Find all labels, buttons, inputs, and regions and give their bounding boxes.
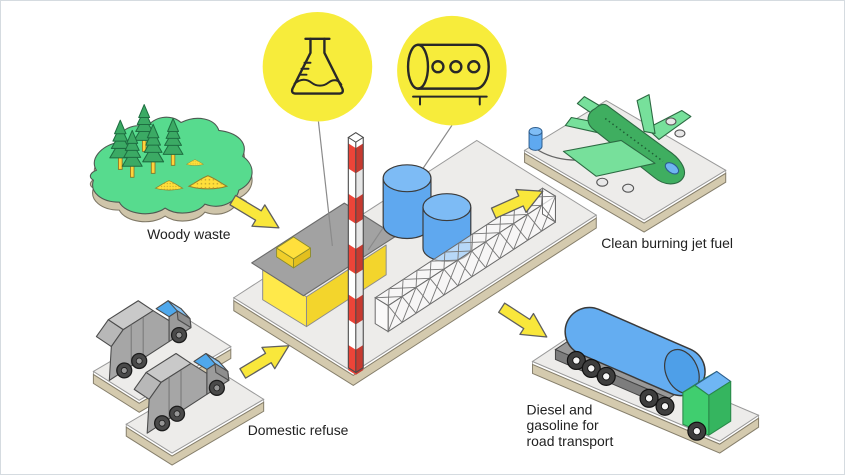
tanker-wheel (687, 421, 707, 441)
tanker-cab (682, 370, 732, 436)
fuel-tank-top (382, 164, 432, 193)
flask-icon (290, 37, 345, 95)
fuel-pump (528, 126, 543, 151)
storage-tank-icon (406, 43, 490, 106)
label-diesel-line1: Diesel and (527, 401, 593, 417)
near-wing (562, 139, 656, 177)
flask-badge (262, 11, 373, 122)
tanker-truck (554, 306, 732, 441)
label-diesel: Diesel and gasoline for road transport (527, 401, 614, 449)
airplane (562, 94, 692, 193)
leader-line-flask (317, 121, 333, 247)
arrow-woody-to-factory (225, 188, 286, 240)
tanker-wheel (655, 396, 675, 416)
window-row (604, 117, 664, 162)
arrow-factory-to-tanker (494, 296, 555, 349)
storage-tank-badge (397, 15, 507, 126)
label-domestic-refuse: Domestic refuse (248, 422, 349, 438)
fuel-tank-top (422, 193, 472, 222)
jet-engine (674, 129, 686, 138)
jet-engine (596, 177, 609, 187)
chimney-cap (347, 132, 365, 143)
jet-engine (665, 117, 677, 126)
fuel-storage-tanks (382, 164, 472, 262)
roof-vent-box (276, 236, 311, 269)
label-diesel-line3: road transport (527, 433, 614, 449)
chimney (347, 132, 365, 375)
woody-waste-island (89, 104, 253, 223)
tail-fin (636, 94, 656, 134)
jet-platform (523, 94, 727, 233)
chimney-outline (347, 137, 364, 374)
label-woody-waste: Woody waste (147, 226, 231, 242)
cockpit-window (664, 162, 680, 175)
label-diesel-line2: gasoline for (527, 417, 599, 433)
refuse-truck-platforms (92, 301, 265, 466)
tanker-wheel (639, 388, 659, 408)
jet-engine (622, 183, 635, 193)
conveyor-lattice (374, 187, 557, 333)
tanker-wheel (596, 366, 616, 386)
truck-platform (125, 369, 265, 466)
label-jet-fuel: Clean burning jet fuel (601, 235, 733, 251)
